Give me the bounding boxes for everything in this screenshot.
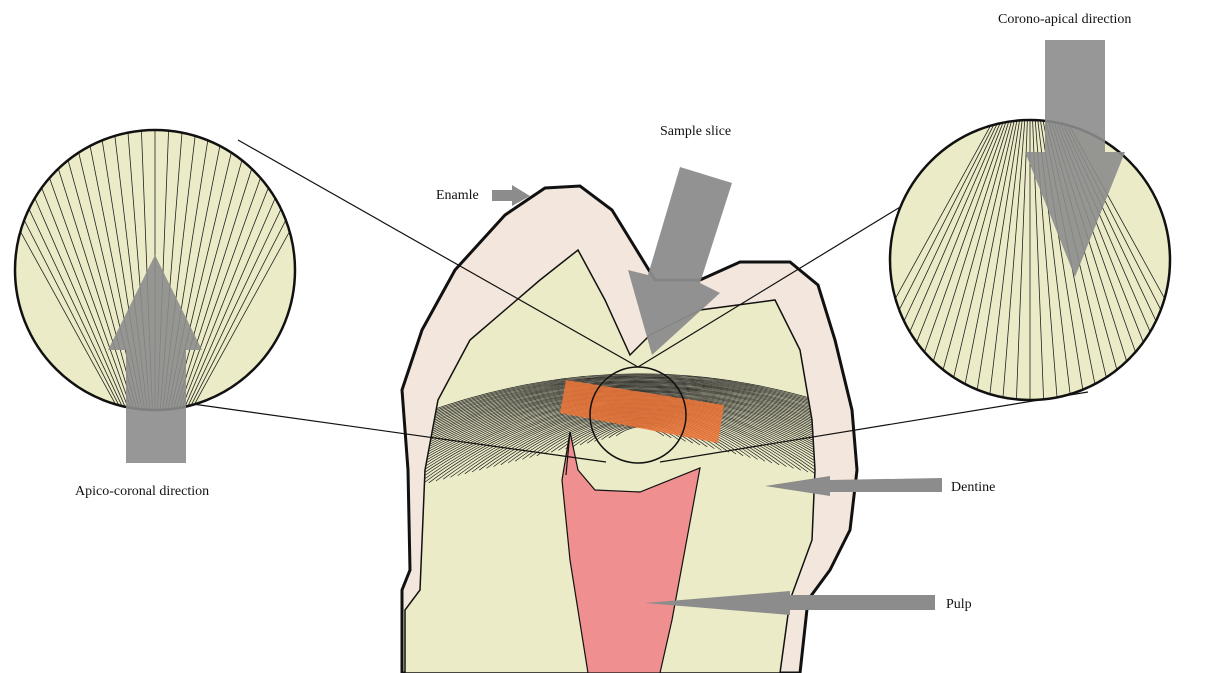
enamel-label: Enamle bbox=[436, 188, 479, 203]
right-magnified-view bbox=[834, 110, 1208, 410]
pulp-label: Pulp bbox=[946, 597, 972, 612]
sample-slice-label: Sample slice bbox=[660, 124, 731, 139]
dentine-label: Dentine bbox=[951, 480, 995, 495]
corono-apical-label: Corono-apical direction bbox=[998, 12, 1131, 27]
apico-coronal-label: Apico-coronal direction bbox=[75, 484, 209, 499]
